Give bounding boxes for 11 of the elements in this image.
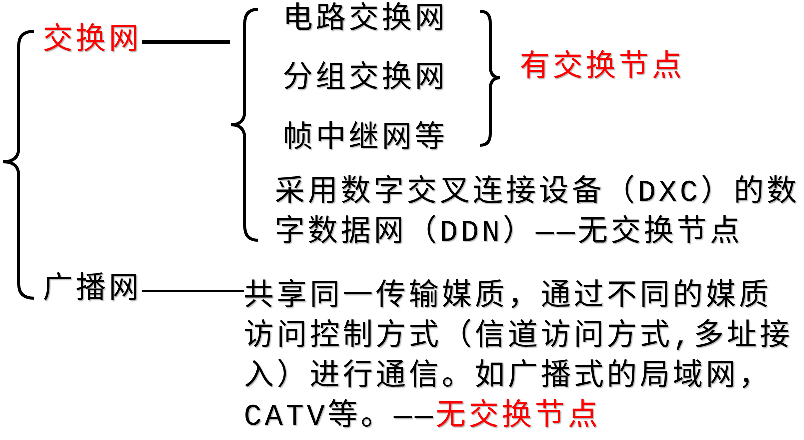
description-text: 共享同一传输媒质，通过不同的媒质访问控制方式（信道访问方式,多址接入）进行通信。如广播式的局域网，CATV等。——无交换节点	[244, 278, 799, 438]
connector-line	[142, 40, 230, 44]
note-text: 有交换节点	[520, 49, 685, 88]
list-item: 电路交换网	[283, 1, 448, 40]
description-text: 采用数字交叉连接设备（DXC）的数字数据网（DDN）——无交换节点	[275, 174, 802, 253]
list-item: 分组交换网	[283, 60, 448, 99]
category-label: 交换网	[43, 22, 142, 62]
connector-line	[142, 290, 244, 292]
curly-brace	[230, 8, 260, 242]
category-label: 广播网	[43, 271, 142, 311]
list-item: 帧中继网等	[283, 120, 448, 159]
